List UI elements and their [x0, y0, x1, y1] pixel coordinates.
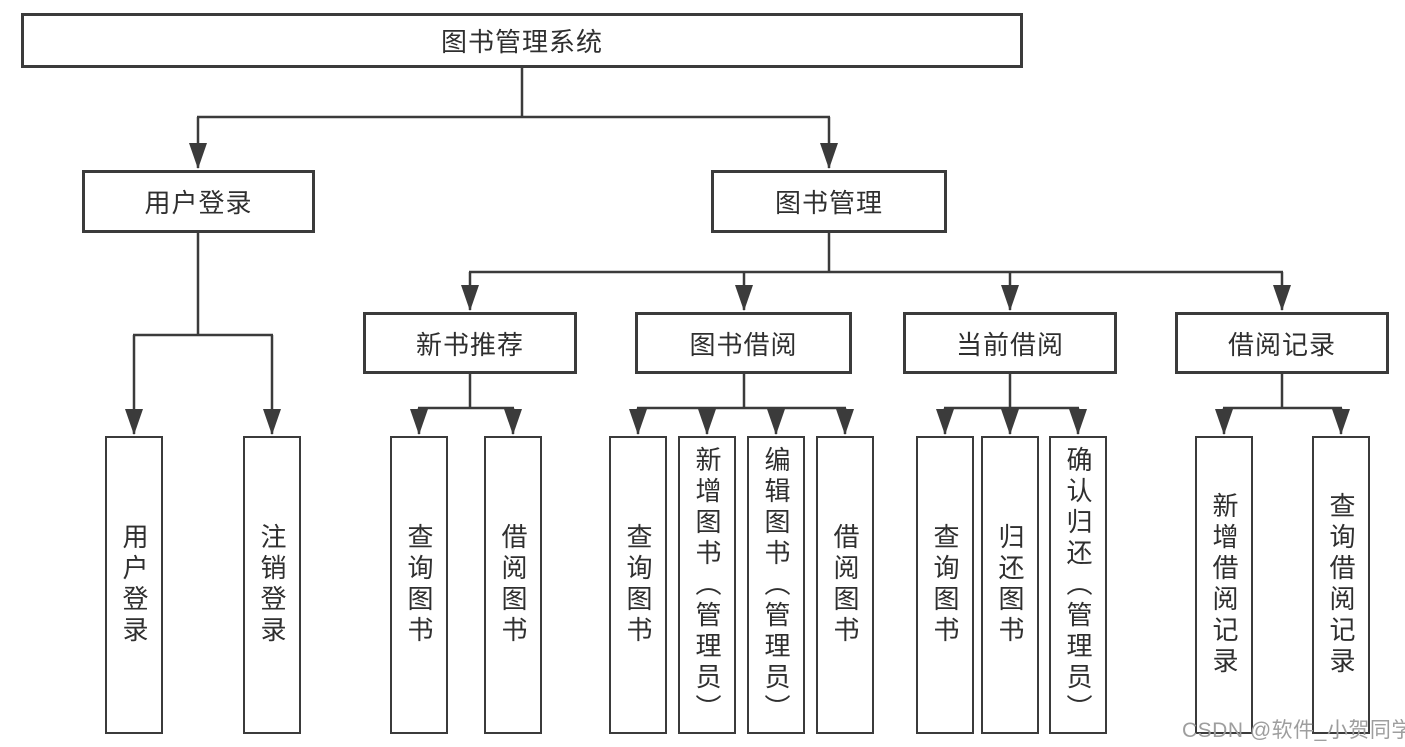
- leaf-borrow-query-books-label: 查询图书: [623, 523, 653, 647]
- leaf-record-query-borrow-record-label: 查询借阅记录: [1326, 492, 1356, 678]
- node-book-borrow: 图书借阅: [635, 312, 852, 374]
- leaf-newbook-borrow-books: 借阅图书: [484, 436, 542, 734]
- leaf-borrow-add-books-admin-label: 新增图书（管理员）: [692, 445, 722, 725]
- leaf-borrow-edit-books-admin: 编辑图书（管理员）: [747, 436, 805, 734]
- leaf-record-add-borrow-record: 新增借阅记录: [1195, 436, 1253, 734]
- leaf-record-add-borrow-record-label: 新增借阅记录: [1209, 492, 1239, 678]
- node-current-borrow: 当前借阅: [903, 312, 1117, 374]
- leaf-current-query-books-label: 查询图书: [930, 523, 960, 647]
- leaf-newbook-query-books-label: 查询图书: [404, 523, 434, 647]
- csdn-watermark: CSDN @软件_小贺同学: [1182, 719, 1405, 742]
- leaf-logout: 注销登录: [243, 436, 301, 734]
- node-new-book-recommend: 新书推荐: [363, 312, 577, 374]
- leaf-logout-label: 注销登录: [257, 523, 287, 647]
- leaf-borrow-borrow-books-label: 借阅图书: [830, 523, 860, 647]
- leaf-current-confirm-return-admin: 确认归还（管理员）: [1049, 436, 1107, 734]
- leaf-newbook-query-books: 查询图书: [390, 436, 448, 734]
- leaf-borrow-add-books-admin: 新增图书（管理员）: [678, 436, 736, 734]
- node-borrow-record: 借阅记录: [1175, 312, 1389, 374]
- node-user-login: 用户登录: [82, 170, 315, 233]
- leaf-current-query-books: 查询图书: [916, 436, 974, 734]
- leaf-user-login: 用户登录: [105, 436, 163, 734]
- leaf-newbook-borrow-books-label: 借阅图书: [498, 523, 528, 647]
- leaf-current-return-books-label: 归还图书: [995, 523, 1025, 647]
- node-book-management: 图书管理: [711, 170, 947, 233]
- leaf-record-query-borrow-record: 查询借阅记录: [1312, 436, 1370, 734]
- leaf-current-confirm-return-admin-label: 确认归还（管理员）: [1063, 445, 1093, 725]
- leaf-borrow-borrow-books: 借阅图书: [816, 436, 874, 734]
- leaf-borrow-query-books: 查询图书: [609, 436, 667, 734]
- leaf-borrow-edit-books-admin-label: 编辑图书（管理员）: [761, 445, 791, 725]
- leaf-current-return-books: 归还图书: [981, 436, 1039, 734]
- leaf-user-login-label: 用户登录: [119, 523, 149, 647]
- node-library-system-root: 图书管理系统: [21, 13, 1023, 68]
